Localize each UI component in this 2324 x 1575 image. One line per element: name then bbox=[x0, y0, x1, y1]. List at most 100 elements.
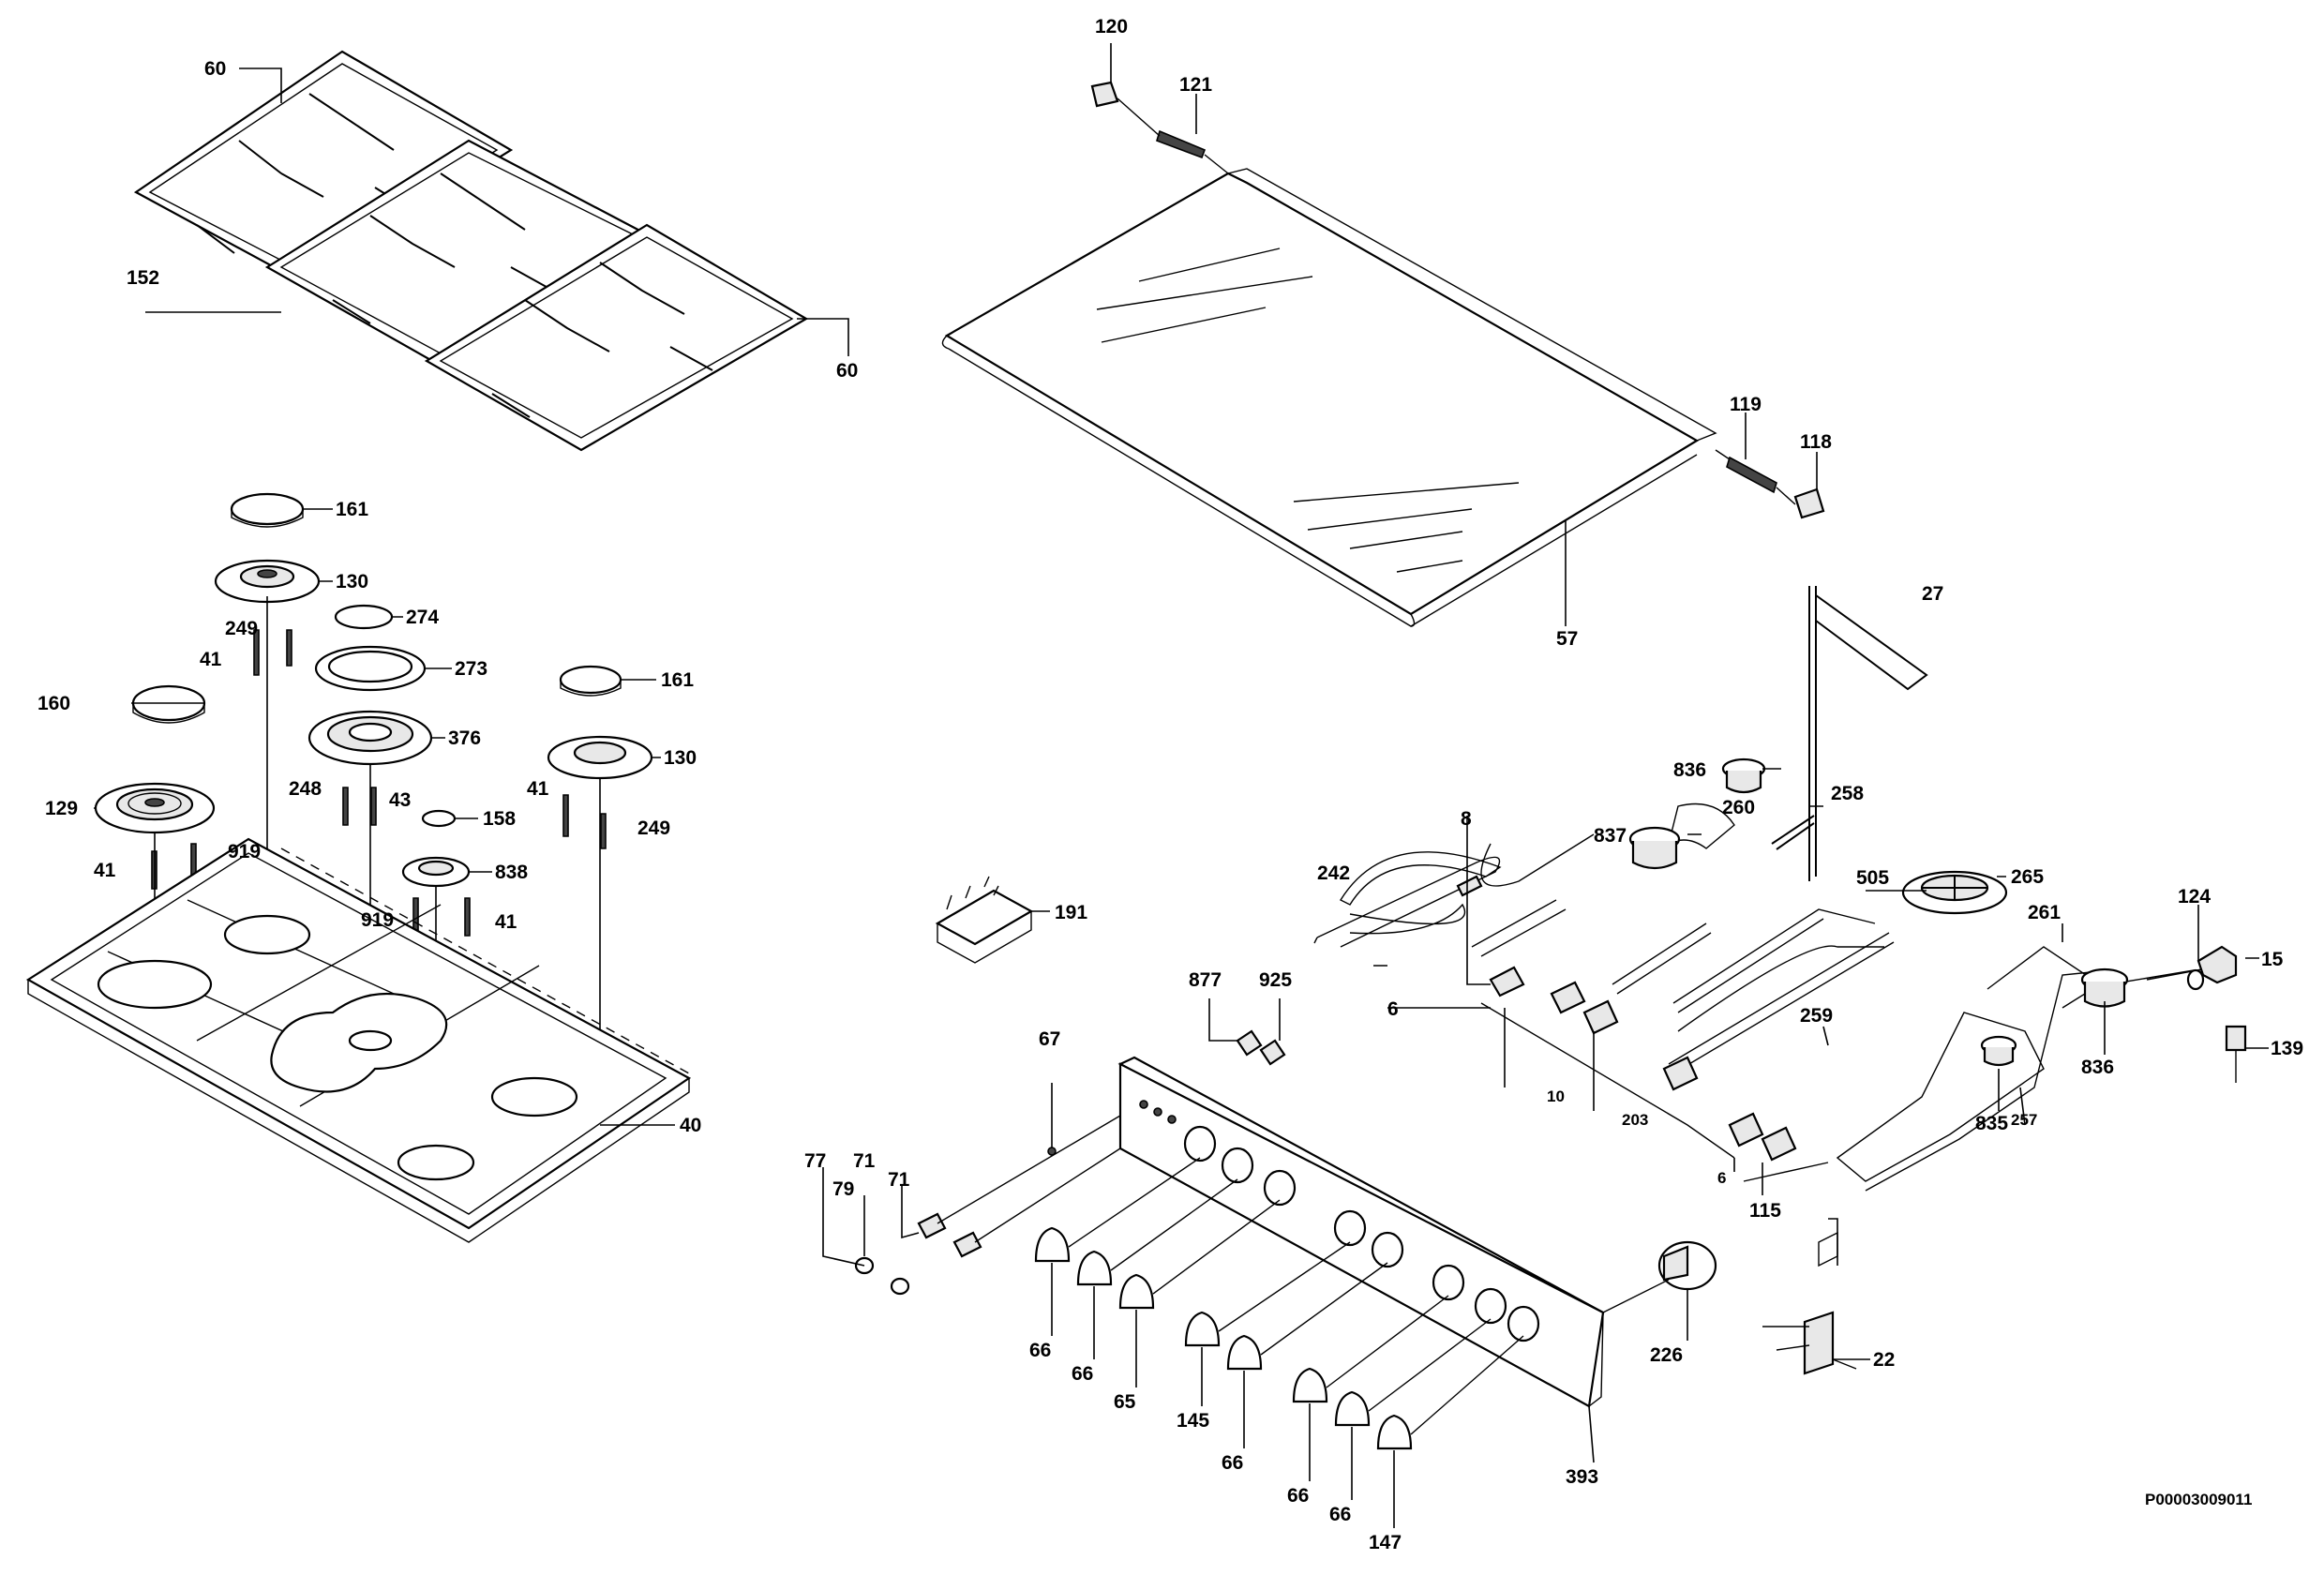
label-10: 10 bbox=[1547, 1088, 1565, 1105]
glass-lid bbox=[941, 43, 1825, 627]
burner-head-129 bbox=[94, 782, 216, 834]
burner-cap-274 bbox=[334, 604, 394, 630]
label-115: 115 bbox=[1749, 1200, 1781, 1222]
label-60-top: 60 bbox=[204, 58, 226, 80]
label-837: 837 bbox=[1594, 825, 1627, 847]
label-41-left: 41 bbox=[94, 860, 116, 881]
elbow-connector-15 bbox=[2197, 945, 2238, 984]
label-505: 505 bbox=[1856, 867, 1889, 889]
burner-head-130-left bbox=[214, 559, 321, 604]
label-836-top: 836 bbox=[1673, 759, 1706, 781]
label-274: 274 bbox=[406, 607, 439, 628]
label-130-right: 130 bbox=[664, 747, 697, 769]
burner-cup-836-top bbox=[1721, 758, 1766, 794]
label-919-middle: 919 bbox=[361, 909, 394, 931]
label-376: 376 bbox=[448, 728, 481, 749]
label-57: 57 bbox=[1556, 628, 1578, 650]
part-labels: 60 152 60 120 121 119 118 57 161 130 274… bbox=[37, 16, 2303, 1553]
label-22: 22 bbox=[1873, 1349, 1895, 1371]
label-203: 203 bbox=[1622, 1111, 1648, 1129]
burner-cup-836-right bbox=[2080, 968, 2129, 1008]
spark-electrodes bbox=[151, 629, 607, 937]
label-40: 40 bbox=[680, 1115, 701, 1136]
label-258: 258 bbox=[1831, 783, 1864, 804]
label-79: 79 bbox=[832, 1178, 854, 1200]
drawing-code: P00003009011 bbox=[2145, 1491, 2252, 1508]
label-15: 15 bbox=[2261, 949, 2284, 970]
thermocouple-242 bbox=[1313, 856, 1501, 948]
burner-head-130-right bbox=[547, 735, 653, 780]
small-parts bbox=[822, 998, 1717, 1341]
gas-manifold bbox=[1313, 586, 2247, 1375]
burner-cap-160 bbox=[131, 684, 206, 724]
label-248: 248 bbox=[289, 778, 322, 800]
label-273: 273 bbox=[455, 658, 487, 680]
label-925: 925 bbox=[1259, 969, 1292, 991]
label-67: 67 bbox=[1039, 1028, 1060, 1050]
burner-parts-left bbox=[94, 492, 661, 1162]
label-66-5: 66 bbox=[1329, 1504, 1351, 1525]
hinge-left bbox=[1090, 81, 1229, 174]
burner-cap-158 bbox=[421, 809, 457, 828]
burner-cap-161-right bbox=[559, 665, 622, 697]
label-161-right: 161 bbox=[661, 669, 694, 691]
label-41-top: 41 bbox=[200, 649, 222, 670]
label-226: 226 bbox=[1650, 1344, 1683, 1366]
label-8: 8 bbox=[1461, 808, 1472, 830]
label-160: 160 bbox=[37, 693, 70, 714]
label-129: 129 bbox=[45, 798, 78, 819]
label-835: 835 bbox=[1975, 1113, 2008, 1134]
burner-ring-273 bbox=[314, 645, 427, 692]
label-249-right: 249 bbox=[637, 818, 670, 839]
label-71-left: 71 bbox=[853, 1150, 876, 1172]
control-panel bbox=[1117, 1056, 1605, 1463]
label-60-right: 60 bbox=[836, 360, 858, 382]
label-147: 147 bbox=[1369, 1532, 1402, 1553]
burner-head-265 bbox=[1901, 870, 2008, 915]
hob-tray bbox=[25, 837, 692, 1243]
label-152: 152 bbox=[127, 267, 159, 289]
label-130-left: 130 bbox=[336, 571, 368, 592]
label-249-left: 249 bbox=[225, 618, 258, 639]
label-66-3: 66 bbox=[1222, 1452, 1243, 1474]
burner-cup-837 bbox=[1628, 826, 1681, 870]
control-knobs bbox=[1034, 1157, 1524, 1528]
label-66-1: 66 bbox=[1029, 1340, 1051, 1361]
label-242: 242 bbox=[1317, 862, 1350, 884]
label-877: 877 bbox=[1189, 969, 1222, 991]
label-139: 139 bbox=[2271, 1038, 2303, 1059]
label-27: 27 bbox=[1922, 583, 1943, 605]
label-119: 119 bbox=[1730, 394, 1762, 415]
label-118: 118 bbox=[1800, 431, 1832, 453]
label-66-4: 66 bbox=[1287, 1485, 1309, 1507]
label-71-right: 71 bbox=[888, 1169, 910, 1191]
burner-cup-835 bbox=[1980, 1035, 2017, 1067]
label-145: 145 bbox=[1177, 1410, 1209, 1432]
label-919-top: 919 bbox=[228, 841, 261, 862]
label-838: 838 bbox=[495, 862, 528, 883]
label-191: 191 bbox=[1055, 902, 1087, 923]
label-77: 77 bbox=[804, 1150, 826, 1172]
label-393: 393 bbox=[1566, 1466, 1598, 1488]
label-836-right: 836 bbox=[2081, 1057, 2114, 1078]
label-121: 121 bbox=[1179, 74, 1212, 96]
label-65: 65 bbox=[1114, 1391, 1136, 1413]
label-161-left: 161 bbox=[336, 499, 368, 520]
burner-cap-161-left bbox=[230, 492, 305, 528]
label-6-bottom: 6 bbox=[1717, 1169, 1726, 1187]
label-260: 260 bbox=[1722, 797, 1755, 818]
pressure-regulator-124 bbox=[2186, 968, 2205, 991]
burner-head-838 bbox=[401, 856, 471, 888]
pan-support-front bbox=[424, 223, 809, 452]
label-158: 158 bbox=[483, 808, 516, 830]
label-41-middle: 41 bbox=[527, 778, 549, 800]
pan-support-grates bbox=[133, 50, 849, 452]
label-257: 257 bbox=[2011, 1111, 2037, 1129]
hinge-right bbox=[1715, 449, 1825, 519]
label-124: 124 bbox=[2178, 886, 2211, 908]
label-120: 120 bbox=[1095, 16, 1128, 38]
label-261: 261 bbox=[2028, 902, 2061, 923]
label-265: 265 bbox=[2011, 866, 2044, 888]
